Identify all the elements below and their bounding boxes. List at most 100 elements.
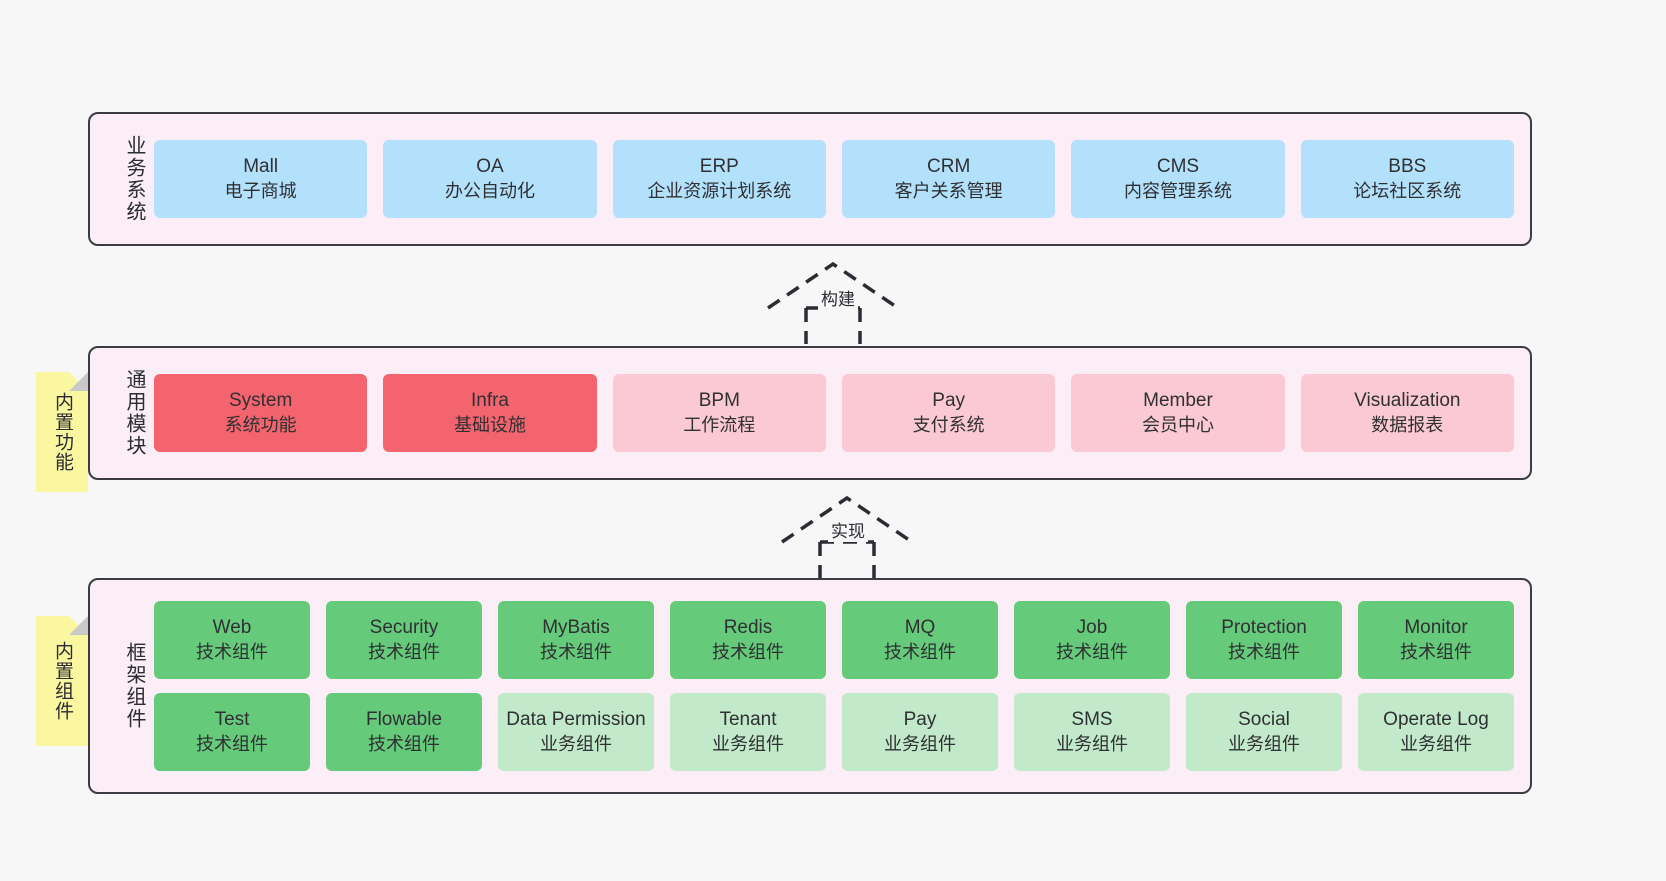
card-subtitle: 业务组件 [1228,734,1300,754]
folded-corner-icon [69,372,88,391]
card-title: Test [214,709,250,730]
card-title: MQ [904,617,936,638]
card-subtitle: 业务组件 [540,734,612,754]
card-subtitle: 内容管理系统 [1123,181,1232,201]
card-tenant[interactable]: Tenant 业务组件 [670,693,826,771]
card-subtitle: 技术组件 [196,642,268,662]
card-row: Mall 电子商城 OA 办公自动化 ERP 企业资源计划系统 CRM 客户关系… [154,140,1514,218]
card-web[interactable]: Web 技术组件 [154,601,310,679]
card-subtitle: 技术组件 [368,642,440,662]
card-subtitle: 基础设施 [453,415,526,435]
folded-corner-icon [69,616,88,635]
card-title: Visualization [1354,390,1461,411]
card-redis[interactable]: Redis 技术组件 [670,601,826,679]
card-subtitle: 业务组件 [1400,734,1472,754]
layer-title-framework: 框架组件 [123,642,145,730]
card-subtitle: 电子商城 [224,181,297,201]
card-subtitle: 会员中心 [1141,415,1214,435]
card-social[interactable]: Social 业务组件 [1186,693,1342,771]
card-member[interactable]: Member 会员中心 [1071,374,1285,452]
card-system[interactable]: System 系统功能 [154,374,368,452]
card-title: Security [369,617,439,638]
card-row: Test 技术组件 Flowable 技术组件 Data Permission … [154,693,1514,771]
card-title: Redis [723,617,773,638]
sticky-note-builtin-features: 内置功能 [36,372,88,492]
card-subtitle: 系统功能 [224,415,297,435]
layer-framework-cards: Web 技术组件 Security 技术组件 MyBatis 技术组件 Redi… [146,601,1530,771]
card-title: Flowable [365,709,443,730]
connector-build-label: 构建 [818,290,858,310]
connector-implement-label: 实现 [828,522,868,542]
card-title: Mall [243,156,279,177]
card-protection[interactable]: Protection 技术组件 [1186,601,1342,679]
card-title: OA [476,156,504,177]
card-title: Social [1238,709,1290,730]
card-subtitle: 业务组件 [1056,734,1128,754]
layer-title-business: 业务系统 [123,135,145,223]
card-title: Data Permission [506,709,646,730]
card-subtitle: 业务组件 [884,734,956,754]
card-visualization[interactable]: Visualization 数据报表 [1300,374,1514,452]
card-subtitle: 技术组件 [368,734,440,754]
card-bbs[interactable]: BBS 论坛社区系统 [1300,140,1514,218]
card-monitor[interactable]: Monitor 技术组件 [1358,601,1514,679]
layer-business-systems: 业务系统 Mall 电子商城 OA 办公自动化 ERP 企业资源计划系统 CRM… [88,112,1532,246]
card-title: Job [1076,617,1108,638]
card-title: Infra [470,390,509,411]
card-infra[interactable]: Infra 基础设施 [383,374,597,452]
card-subtitle: 工作流程 [683,415,756,435]
card-row: System 系统功能 Infra 基础设施 BPM 工作流程 Pay 支付系统… [154,374,1514,452]
card-subtitle: 技术组件 [1228,642,1300,662]
card-title: Monitor [1404,617,1468,638]
card-title: CMS [1156,156,1200,177]
card-title: BBS [1388,156,1427,177]
card-mall[interactable]: Mall 电子商城 [154,140,368,218]
sticky-note-label: 内置功能 [52,392,73,472]
card-subtitle: 技术组件 [1400,642,1472,662]
card-crm[interactable]: CRM 客户关系管理 [841,140,1056,218]
card-subtitle: 技术组件 [540,642,612,662]
card-title: CRM [927,156,971,177]
card-operate-log[interactable]: Operate Log 业务组件 [1358,693,1514,771]
card-title: BPM [698,390,740,411]
card-title: Operate Log [1383,709,1489,730]
card-subtitle: 企业资源计划系统 [647,181,792,201]
card-title: Pay [903,709,937,730]
card-subtitle: 数据报表 [1371,415,1444,435]
arrow-head-triangle [767,261,899,310]
sticky-note-label: 内置组件 [52,641,73,721]
layer-title-common: 通用模块 [123,369,145,457]
card-pay[interactable]: Pay 支付系统 [841,374,1056,452]
card-subtitle: 技术组件 [1056,642,1128,662]
connector-implement: 实现 [772,492,922,578]
card-title: System [228,390,293,411]
sticky-note-builtin-components: 内置组件 [36,616,88,746]
card-oa[interactable]: OA 办公自动化 [383,140,597,218]
card-mybatis[interactable]: MyBatis 技术组件 [498,601,654,679]
card-mq[interactable]: MQ 技术组件 [842,601,998,679]
card-subtitle: 业务组件 [712,734,784,754]
card-erp[interactable]: ERP 企业资源计划系统 [612,140,826,218]
layer-framework-components: 框架组件 Web 技术组件 Security 技术组件 MyBatis 技术组件… [88,578,1532,794]
card-title: Member [1143,390,1213,411]
connector-build: 构建 [758,258,908,344]
card-title: Protection [1221,617,1307,638]
card-security[interactable]: Security 技术组件 [326,601,482,679]
card-test[interactable]: Test 技术组件 [154,693,310,771]
layer-common-cards: System 系统功能 Infra 基础设施 BPM 工作流程 Pay 支付系统… [146,374,1530,452]
layer-common-modules: 通用模块 System 系统功能 Infra 基础设施 BPM 工作流程 Pay… [88,346,1532,480]
card-subtitle: 客户关系管理 [894,181,1003,201]
card-sms[interactable]: SMS 业务组件 [1014,693,1170,771]
layer-business-cards: Mall 电子商城 OA 办公自动化 ERP 企业资源计划系统 CRM 客户关系… [146,140,1530,218]
card-bpm[interactable]: BPM 工作流程 [612,374,826,452]
card-subtitle: 技术组件 [884,642,956,662]
card-job[interactable]: Job 技术组件 [1014,601,1170,679]
card-pay-component[interactable]: Pay 业务组件 [842,693,998,771]
card-subtitle: 论坛社区系统 [1353,181,1462,201]
card-flowable[interactable]: Flowable 技术组件 [326,693,482,771]
card-data-permission[interactable]: Data Permission 业务组件 [498,693,654,771]
card-cms[interactable]: CMS 内容管理系统 [1071,140,1285,218]
card-subtitle: 技术组件 [196,734,268,754]
card-subtitle: 技术组件 [712,642,784,662]
